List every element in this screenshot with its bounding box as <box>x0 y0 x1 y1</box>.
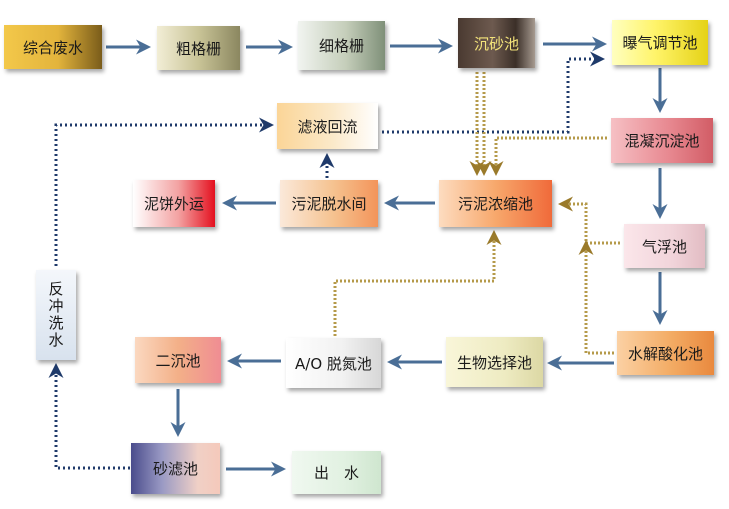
float-sludge-line <box>558 196 620 245</box>
node-label: 沉砂池 <box>473 34 519 53</box>
node-label: 综合废水 <box>22 38 83 57</box>
node-effluent: 出 水 <box>292 451 381 494</box>
node-fine-screen: 细格栅 <box>298 21 385 70</box>
node-label: 二沉池 <box>155 351 201 370</box>
node-label: 粗格栅 <box>175 39 221 58</box>
node-grit-chamber: 沉砂池 <box>458 18 535 68</box>
node-label: 滤液回流 <box>297 117 358 136</box>
node-secondary-clarifier: 二沉池 <box>135 337 221 383</box>
node-label: A/O 脱氮池 <box>295 354 372 373</box>
node-label: 污泥浓缩池 <box>457 195 533 213</box>
node-ao-tank: A/O 脱氮池 <box>286 338 381 388</box>
node-equalization-tank: 曝气调节池 <box>612 20 708 65</box>
node-backwash: 反冲洗水 <box>36 270 76 360</box>
node-label: 曝气调节池 <box>622 34 698 52</box>
backwash-to-filtrate-line <box>54 117 274 266</box>
node-filtrate-return: 滤液回流 <box>277 103 378 149</box>
node-label: 气浮池 <box>641 237 687 256</box>
node-label: 生物选择池 <box>456 353 532 372</box>
node-sludge-thickener: 污泥浓缩池 <box>439 180 552 227</box>
node-sludge-cake: 泥饼外运 <box>133 180 215 227</box>
filtrate-return-line <box>382 51 605 134</box>
node-coagulation-tank: 混凝沉淀池 <box>611 118 713 163</box>
node-bio-selector: 生物选择池 <box>446 337 543 387</box>
node-coarse-screen: 粗格栅 <box>157 26 240 70</box>
coag-sludge-line <box>488 136 607 176</box>
node-sand-filter: 砂滤池 <box>131 443 220 494</box>
ao-sludge-line <box>333 230 502 336</box>
backwash-return-line <box>48 363 130 470</box>
node-wastewater: 综合废水 <box>4 25 102 69</box>
hydro-sludge-line <box>578 240 614 355</box>
node-label: 反冲洗水 <box>46 281 65 349</box>
node-label: 砂滤池 <box>152 460 198 478</box>
node-label: 水解酸化池 <box>627 344 703 363</box>
node-hydrolysis-tank: 水解酸化池 <box>617 331 714 375</box>
node-flotation-tank: 气浮池 <box>624 224 705 268</box>
node-label: 出 水 <box>313 464 359 482</box>
node-label: 污泥脱水间 <box>291 195 367 213</box>
node-label: 混凝沉淀池 <box>624 132 700 150</box>
node-label: 泥饼外运 <box>143 195 204 213</box>
node-sludge-dewatering: 污泥脱水间 <box>280 180 378 227</box>
node-label: 细格栅 <box>318 37 364 55</box>
